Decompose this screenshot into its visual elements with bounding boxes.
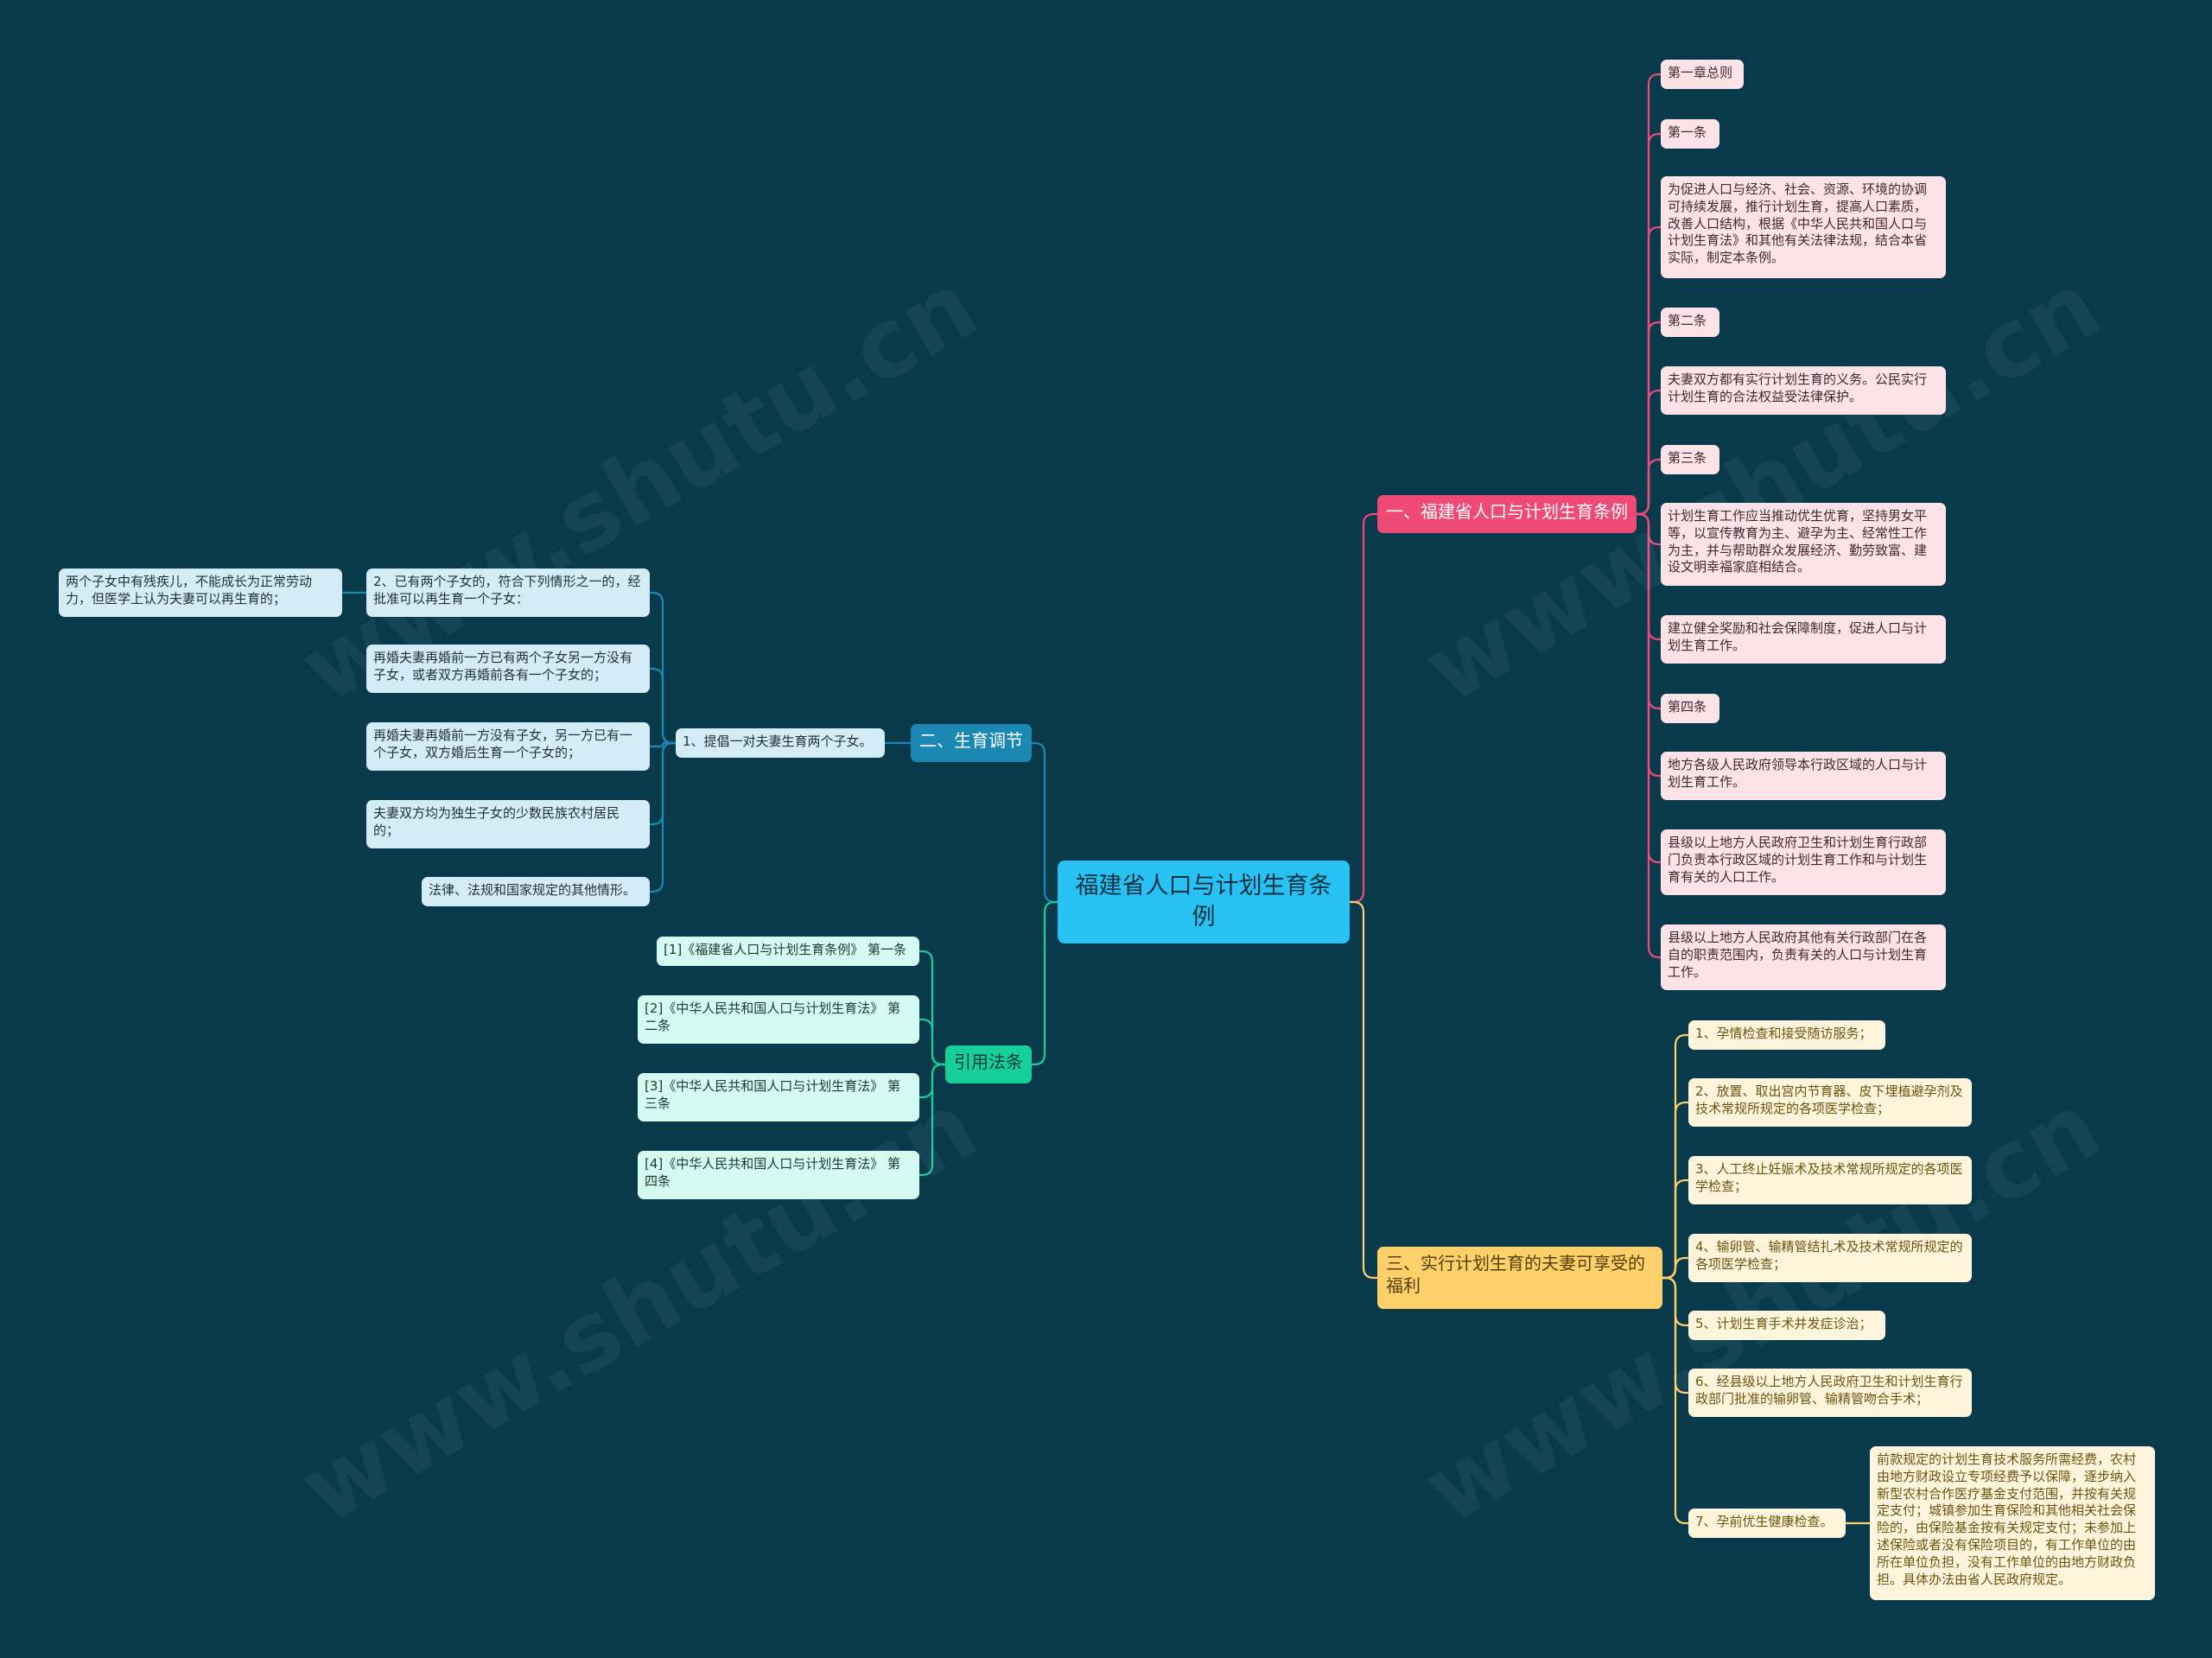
- birth-regulation-item[interactable]: 1、提倡一对夫妻生育两个子女。: [676, 728, 885, 758]
- welfare-item[interactable]: 3、人工终止妊娠术及技术常规所规定的各项医学检查；: [1688, 1156, 1972, 1204]
- connector-branch2-condition: [650, 667, 676, 745]
- regulation-item[interactable]: 县级以上地方人民政府卫生和计划生育行政部门负责本行政区域的计划生育工作和与计划生…: [1661, 829, 1946, 895]
- regulation-item[interactable]: 第二条: [1661, 308, 1719, 337]
- connector-branch2-condition: [650, 741, 676, 893]
- birth-regulation-sub-condition[interactable]: 两个子女中有残疾儿，不能成长为正常劳动力，但医学上认为夫妻可以再生育的；: [59, 569, 342, 617]
- connector-branch1-item: [1637, 512, 1661, 959]
- birth-regulation-condition[interactable]: 2、已有两个子女的，符合下列情形之一的，经批准可以再生育一个子女：: [366, 569, 650, 617]
- welfare-item[interactable]: 6、经县级以上地方人民政府卫生和计划生育行政部门批准的输卵管、输精管吻合手术；: [1688, 1369, 1972, 1417]
- regulation-item[interactable]: 第一章总则: [1661, 60, 1744, 89]
- welfare-item[interactable]: 7、孕前优生健康检查。: [1688, 1509, 1846, 1538]
- branch-regulation-title[interactable]: 一、福建省人口与计划生育条例: [1377, 495, 1637, 533]
- root-topic[interactable]: 福建省人口与计划生育条例: [1058, 861, 1350, 943]
- citation-item[interactable]: [4]《中华人民共和国人口与计划生育法》 第四条: [638, 1151, 919, 1199]
- welfare-item[interactable]: 4、输卵管、输精管结扎术及技术常规所规定的各项医学检查；: [1688, 1234, 1972, 1282]
- regulation-item[interactable]: 第三条: [1661, 445, 1719, 474]
- regulation-item[interactable]: 建立健全奖励和社会保障制度，促进人口与计划生育工作。: [1661, 615, 1946, 664]
- connector-root-branch4: [1032, 900, 1058, 1066]
- regulation-item[interactable]: 为促进人口与经济、社会、资源、环境的协调可持续发展，推行计划生育，提高人口素质，…: [1661, 176, 1946, 278]
- citation-item[interactable]: [3]《中华人民共和国人口与计划生育法》 第三条: [638, 1073, 919, 1121]
- branch-citations-title[interactable]: 引用法条: [945, 1045, 1032, 1083]
- branch-birth-regulation-title[interactable]: 二、生育调节: [911, 724, 1032, 762]
- connector-branch2-condition: [650, 741, 676, 748]
- welfare-item[interactable]: 1、孕情检查和接受随访服务；: [1688, 1020, 1885, 1050]
- birth-regulation-condition[interactable]: 再婚夫妻再婚前一方已有两个子女另一方没有子女，或者双方再婚前各有一个子女的；: [366, 645, 650, 693]
- citation-item[interactable]: [2]《中华人民共和国人口与计划生育法》 第二条: [638, 995, 919, 1044]
- connector-branch1-item: [1637, 458, 1661, 516]
- regulation-item[interactable]: 第一条: [1661, 119, 1719, 149]
- birth-regulation-condition[interactable]: 夫妻双方均为独生子女的少数民族农村居民的；: [366, 800, 650, 848]
- citation-item[interactable]: [1]《福建省人口与计划生育条例》 第一条: [657, 937, 919, 966]
- branch-welfare-title[interactable]: 三、实行计划生育的夫妻可享受的福利: [1377, 1247, 1662, 1309]
- regulation-item[interactable]: 计划生育工作应当推动优生优育，坚持男女平等，以宣传教育为主、避孕为主、经常性工作…: [1661, 503, 1946, 586]
- regulation-item[interactable]: 地方各级人民政府领导本行政区域的人口与计划生育工作。: [1661, 752, 1946, 800]
- regulation-item[interactable]: 县级以上地方人民政府其他有关行政部门在各自的职责范围内，负责有关的人口与计划生育…: [1661, 924, 1946, 990]
- welfare-item[interactable]: 5、计划生育手术并发症诊治；: [1688, 1311, 1885, 1340]
- birth-regulation-condition[interactable]: 法律、法规和国家规定的其他情形。: [422, 877, 650, 906]
- birth-regulation-condition[interactable]: 再婚夫妻再婚前一方没有子女，另一方已有一个子女，双方婚后生育一个子女的；: [366, 722, 650, 771]
- connector-branch3-item: [1662, 1276, 1688, 1525]
- connector-branch4-item: [919, 1018, 945, 1066]
- regulation-item[interactable]: 第四条: [1661, 694, 1719, 723]
- connector-root-branch2: [1032, 741, 1058, 904]
- welfare-item[interactable]: 2、放置、取出宫内节育器、皮下埋植避孕剂及技术常规所规定的各项医学检查；: [1688, 1078, 1972, 1127]
- regulation-item[interactable]: 夫妻双方都有实行计划生育的义务。公民实行计划生育的合法权益受法律保护。: [1661, 366, 1946, 415]
- connector-root-branch3: [1350, 900, 1377, 1280]
- connector-branch4-item: [919, 1063, 945, 1177]
- welfare-funding-note[interactable]: 前款规定的计划生育技术服务所需经费，农村由地方财政设立专项经费予以保障，逐步纳入…: [1870, 1446, 2155, 1600]
- connector-root-branch1: [1350, 512, 1377, 904]
